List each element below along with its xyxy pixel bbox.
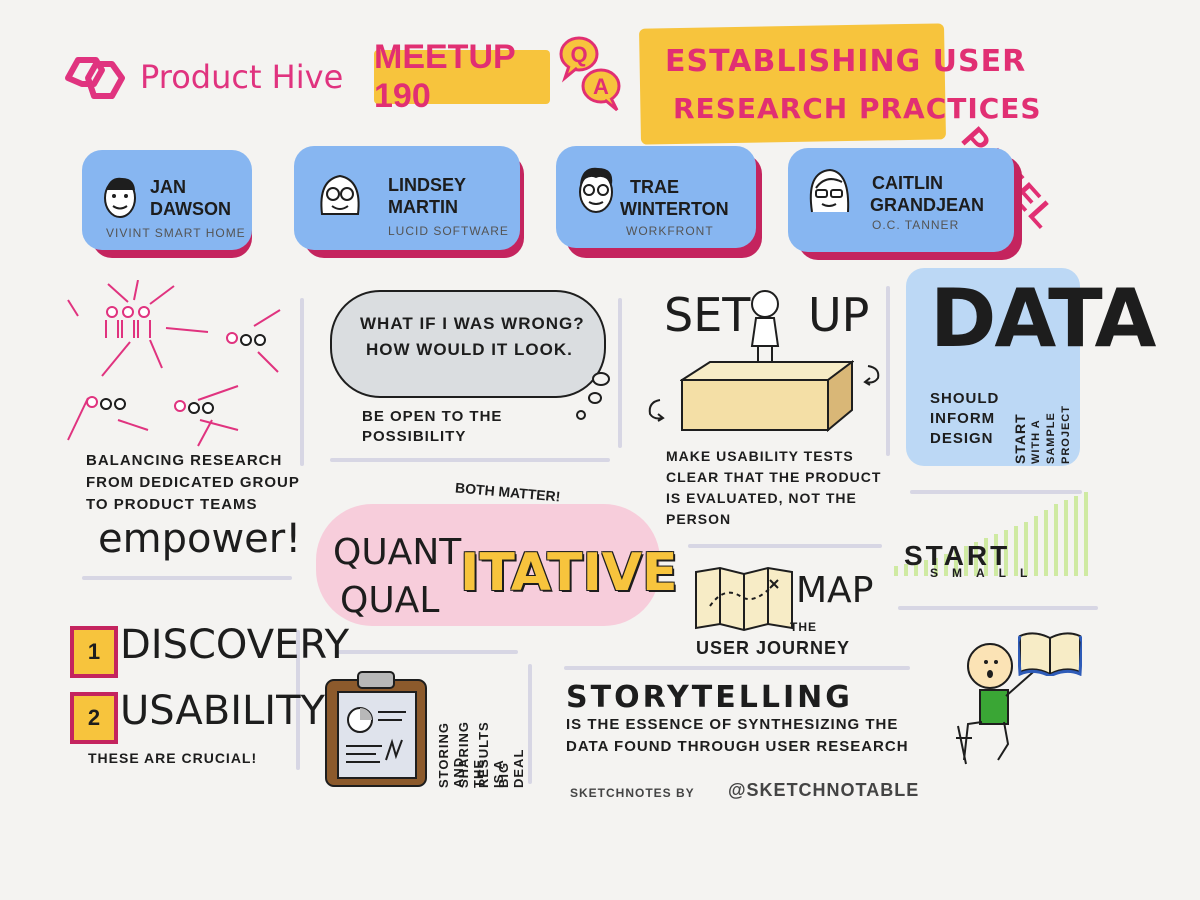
face-icon	[579, 167, 613, 213]
setup-line4: PERSON	[666, 511, 732, 527]
divider	[330, 458, 610, 462]
divider	[886, 286, 890, 456]
itative-word: ITATIVE	[460, 543, 678, 603]
crucial-note: THESE ARE CRUCIAL!	[88, 750, 258, 766]
data-panel	[906, 268, 1080, 466]
balance-line3: TO PRODUCT TEAMS	[86, 496, 258, 513]
wrong-question-line2: HOW WOULD IT LOOK.	[366, 340, 573, 359]
thought-cloud-icon	[330, 290, 606, 398]
divider	[82, 576, 292, 580]
divider	[898, 606, 1098, 610]
meetup-badge: MEETUP 190	[374, 38, 550, 115]
divider	[910, 490, 1082, 494]
divider	[338, 650, 518, 654]
storing-line4: BIG DEAL	[496, 748, 526, 788]
setup-line2: CLEAR THAT THE PRODUCT	[666, 469, 882, 485]
speaker-name: MARTIN	[388, 197, 458, 217]
thought-bubble-icon	[592, 372, 610, 386]
speaker-name: TRAE	[630, 177, 679, 197]
open-line1: BE OPEN TO THE	[362, 408, 503, 425]
map-the: THE	[790, 620, 817, 634]
speaker-company: O.C. TANNER	[872, 218, 960, 232]
credit-by: SKETCHNOTES BY	[570, 786, 695, 800]
thought-bubble-icon	[588, 392, 602, 404]
credit-handle: @SKETCHNOTable	[728, 780, 920, 800]
number-badge-1: 1	[70, 626, 118, 678]
divider	[296, 630, 300, 770]
storytelling-title: STORYTELLING	[566, 680, 853, 715]
divider	[300, 298, 304, 466]
qa-q: Q	[570, 42, 587, 67]
data-sample: SAMPLE	[1045, 412, 1057, 464]
speaker-company: LUCID SOFTWARE	[388, 224, 509, 238]
usability-word: USABILITY	[120, 688, 325, 734]
divider	[564, 666, 910, 670]
small-word: SMALL	[930, 566, 1042, 580]
thought-bubble-icon	[576, 410, 586, 420]
data-start: START	[1012, 413, 1028, 464]
speaker-company: WORKFRONT	[626, 224, 714, 238]
page-title-line1: Establishing User	[665, 44, 1027, 79]
speaker-name: CAITLIN	[872, 173, 943, 193]
data-with: WITH A	[1030, 419, 1042, 464]
rotate-arrow-icon	[648, 399, 665, 422]
qual-word: QUAL	[340, 580, 440, 621]
up-word: UP	[808, 288, 870, 342]
balance-line1: BALANCING RESEARCH	[86, 452, 283, 469]
divider	[688, 544, 882, 548]
speaker-name: LINDSEY	[388, 175, 467, 195]
speaker-name: GRANDJEAN	[870, 195, 985, 215]
map-icon	[695, 566, 793, 632]
qa-a: A	[593, 74, 609, 99]
page-title-line2: Research Practices	[673, 92, 1042, 125]
setup-line1: MAKE USABILITY TESTS	[666, 448, 854, 464]
number-badge-2: 2	[70, 692, 118, 744]
setup-line3: IS EVALUATED, NOT THE	[666, 490, 857, 506]
storytelling-line2: DATA FOUND THROUGH USER RESEARCH	[566, 738, 909, 755]
map-journey: USER JOURNEY	[696, 638, 851, 658]
title-box	[639, 23, 946, 145]
people-network-icon	[67, 280, 281, 447]
divider	[528, 664, 532, 784]
discovery-word: DISCOVERY	[120, 622, 350, 668]
quant-word: QUANT	[333, 532, 462, 573]
face-icon	[104, 177, 136, 218]
speaker-name: DAWSON	[150, 199, 231, 219]
data-design: DESIGN	[930, 430, 994, 447]
both-matter: BOTH MATTER!	[454, 479, 561, 505]
quant-qual-blob	[316, 504, 660, 626]
qa-bubbles-icon: Q A	[559, 36, 621, 112]
rotate-arrow-icon	[863, 365, 880, 386]
speaker-name: WINTERTON	[620, 199, 729, 219]
data-inform: INFORM	[930, 410, 996, 427]
brand-name: Product Hive	[140, 58, 344, 96]
open-line2: POSSIBILITY	[362, 428, 467, 445]
product-hive-logo-icon	[65, 57, 125, 99]
face-icon	[320, 174, 360, 215]
face-icon	[809, 168, 850, 213]
set-word: SET	[664, 288, 751, 342]
clipboard-icon	[325, 671, 427, 787]
data-vertical-note: START WITH A SAMPLE PROJECT	[1012, 388, 1086, 464]
speaker-name: JAN	[150, 177, 187, 197]
storing-note: STORING AND SHARING THE RESULTS IS A BIG…	[436, 660, 526, 788]
open-book-icon	[1018, 632, 1082, 676]
wrong-question-line1: WHAT IF I WAS WRONG?	[360, 314, 585, 333]
box-icon	[680, 360, 854, 432]
speaker-company: VIVINT SMART HOME	[106, 226, 246, 240]
map-word: MAP	[796, 570, 874, 611]
storytelling-line1: IS THE ESSENCE OF SYNTHESIZING THE	[566, 716, 899, 733]
stick-figure-icon	[750, 290, 780, 374]
data-should: SHOULD	[930, 390, 1000, 407]
data-word: DATA	[930, 272, 1156, 365]
reader-icon	[956, 643, 1041, 765]
divider	[618, 298, 622, 448]
balance-line2: FROM DEDICATED GROUP	[86, 474, 300, 491]
data-project: PROJECT	[1060, 405, 1072, 464]
growth-bars-icon	[894, 492, 1088, 576]
start-word: START	[904, 540, 1011, 571]
empower-word: empower!	[98, 516, 302, 562]
